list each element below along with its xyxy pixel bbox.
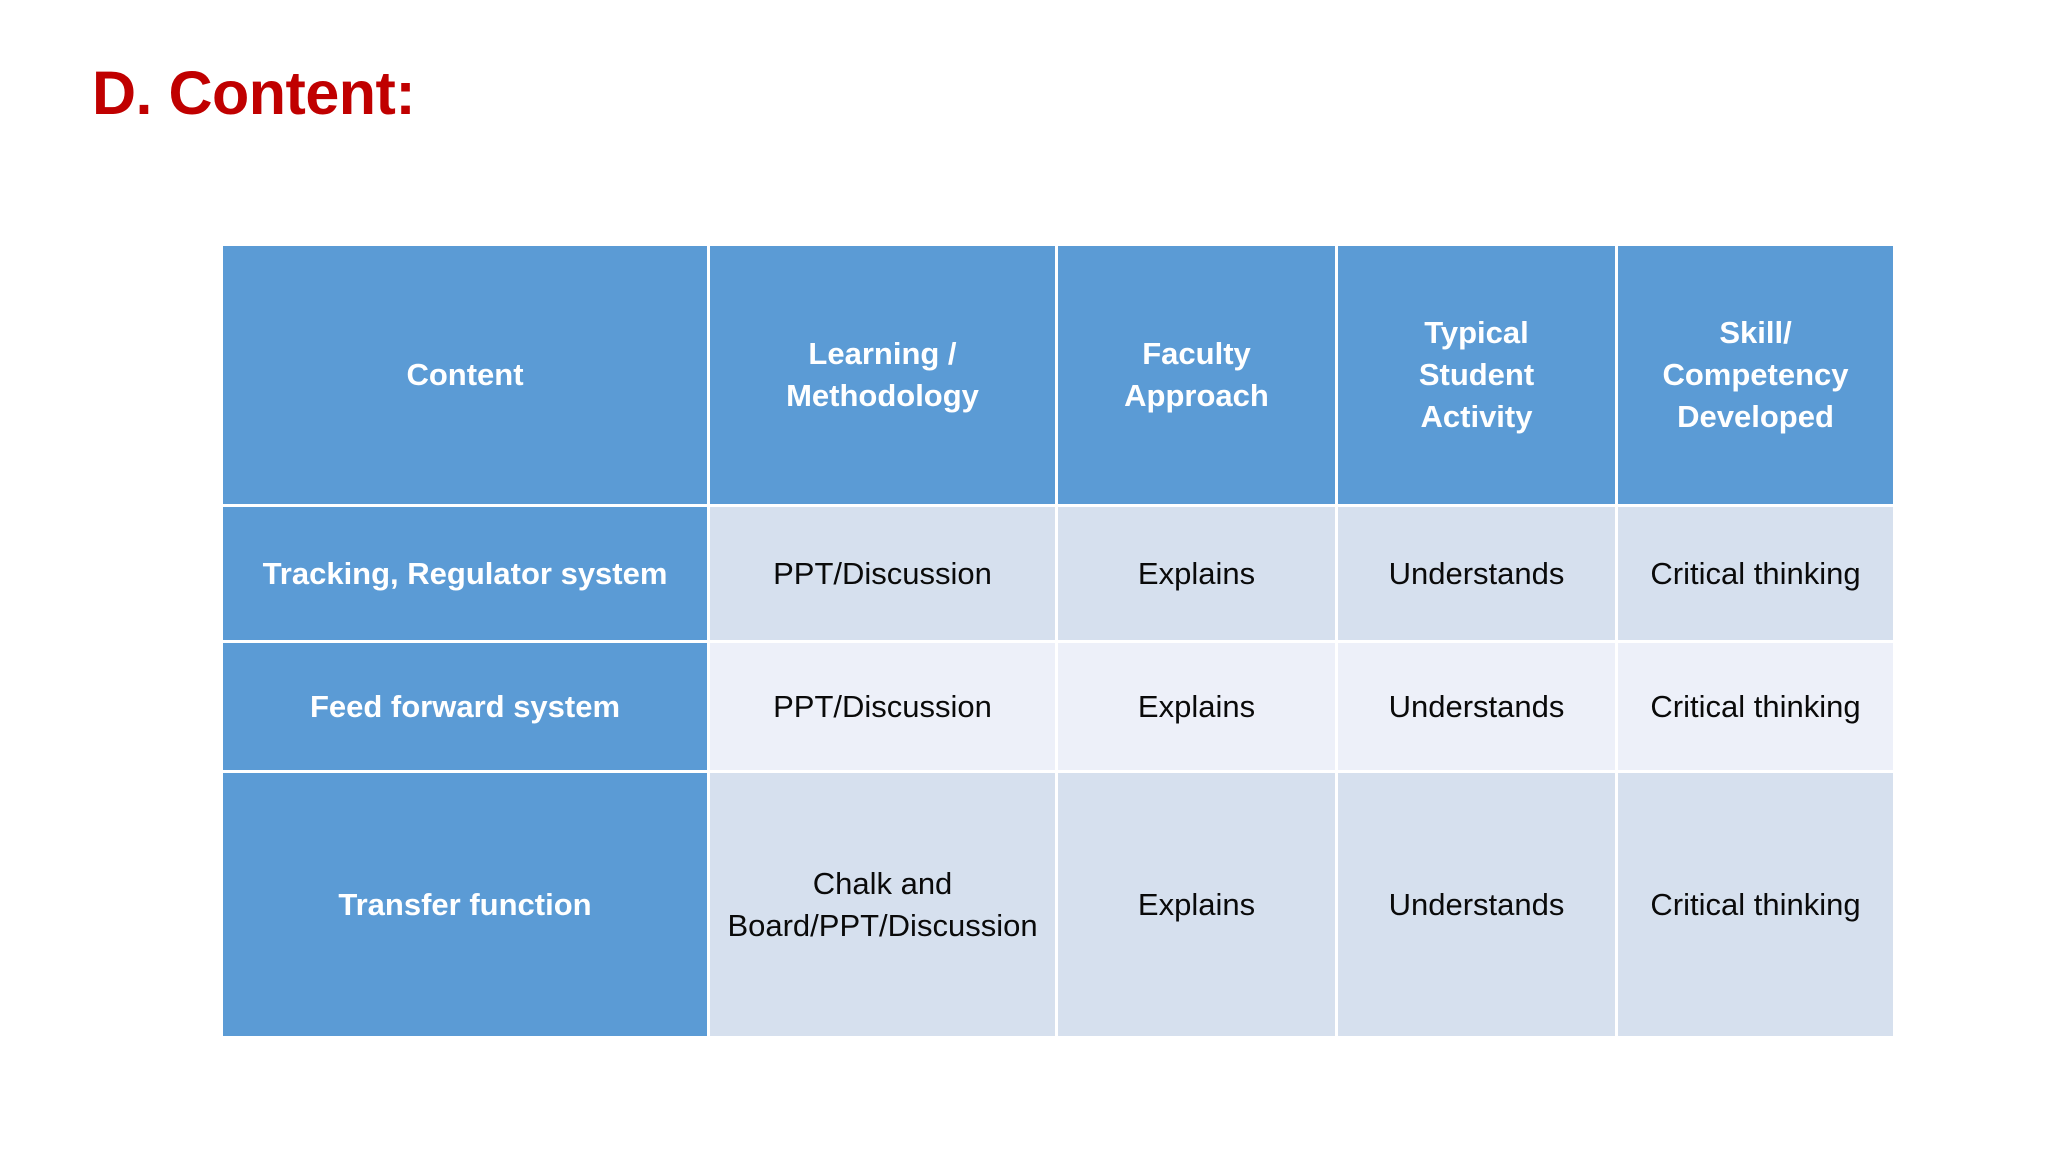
column-header-faculty-line1: Faculty: [1142, 336, 1251, 372]
column-header-learning-line2: Methodology: [786, 378, 979, 413]
cell-student-label: Understands: [1388, 555, 1565, 591]
row-header-cell[interactable]: Tracking, Regulator system: [223, 507, 707, 640]
table-row: Tracking, Regulator system PPT/Discussio…: [223, 507, 1893, 640]
cell-student[interactable]: Understands: [1338, 507, 1615, 640]
column-header-typical-student-activity[interactable]: Typical Student Activity: [1338, 246, 1615, 504]
cell-skill-label: Critical thinking: [1650, 555, 1861, 591]
cell-student-label: Understands: [1388, 886, 1565, 922]
column-header-student-line1: Typical: [1424, 315, 1529, 351]
column-header-skill-competency-developed[interactable]: Skill/ Competency Developed: [1618, 246, 1893, 504]
column-header-skill-line1: Skill/: [1719, 315, 1792, 351]
cell-student-label: Understands: [1388, 688, 1565, 724]
cell-skill[interactable]: Critical thinking: [1618, 643, 1893, 770]
column-header-student-line2: Student: [1418, 357, 1535, 393]
cell-skill-label: Critical thinking: [1650, 688, 1861, 724]
column-header-student-line3: Activity: [1420, 398, 1533, 434]
column-header-content-label: Content: [406, 357, 524, 393]
row-header-cell[interactable]: Feed forward system: [223, 643, 707, 770]
cell-student[interactable]: Understands: [1338, 773, 1615, 1036]
row-header-label: Transfer function: [338, 886, 592, 922]
table-row: Feed forward system PPT/Discussion Expla…: [223, 643, 1893, 770]
cell-learning[interactable]: PPT/Discussion: [710, 507, 1055, 640]
cell-learning[interactable]: PPT/Discussion: [710, 643, 1055, 770]
column-header-faculty-line2: Approach: [1124, 378, 1269, 413]
cell-faculty[interactable]: Explains: [1058, 507, 1335, 640]
row-header-cell[interactable]: Transfer function: [223, 773, 707, 1036]
content-table-container: Content Learning / Methodology Faculty A…: [220, 243, 1893, 1039]
table-header-row: Content Learning / Methodology Faculty A…: [223, 246, 1893, 504]
cell-faculty-label: Explains: [1137, 688, 1256, 724]
cell-learning-label: PPT/Discussion: [773, 688, 992, 724]
cell-skill[interactable]: Critical thinking: [1618, 507, 1893, 640]
cell-faculty[interactable]: Explains: [1058, 773, 1335, 1036]
column-header-learning-methodology[interactable]: Learning / Methodology: [710, 246, 1055, 504]
cell-learning-label: PPT/Discussion: [773, 555, 992, 591]
column-header-learning-line1: Learning /: [808, 336, 957, 372]
cell-learning-label: Chalk and Board/PPT/Discussion: [727, 865, 1038, 943]
cell-skill-label: Critical thinking: [1650, 886, 1861, 922]
cell-learning[interactable]: Chalk and Board/PPT/Discussion: [710, 773, 1055, 1036]
cell-faculty[interactable]: Explains: [1058, 643, 1335, 770]
table-header: Content Learning / Methodology Faculty A…: [223, 246, 1893, 504]
column-header-content[interactable]: Content: [223, 246, 707, 504]
cell-skill[interactable]: Critical thinking: [1618, 773, 1893, 1036]
table-row: Transfer function Chalk and Board/PPT/Di…: [223, 773, 1893, 1036]
cell-faculty-label: Explains: [1137, 555, 1256, 591]
cell-faculty-label: Explains: [1137, 886, 1256, 922]
column-header-faculty-approach[interactable]: Faculty Approach: [1058, 246, 1335, 504]
row-header-label: Feed forward system: [309, 688, 621, 724]
column-header-skill-line3: Developed: [1677, 398, 1834, 434]
table-body: Tracking, Regulator system PPT/Discussio…: [223, 507, 1893, 1036]
row-header-label: Tracking, Regulator system: [262, 555, 668, 591]
cell-student[interactable]: Understands: [1338, 643, 1615, 770]
page-title: D. Content:: [92, 59, 416, 127]
column-header-skill-line2: Competency: [1662, 357, 1849, 393]
content-table: Content Learning / Methodology Faculty A…: [220, 243, 1896, 1039]
